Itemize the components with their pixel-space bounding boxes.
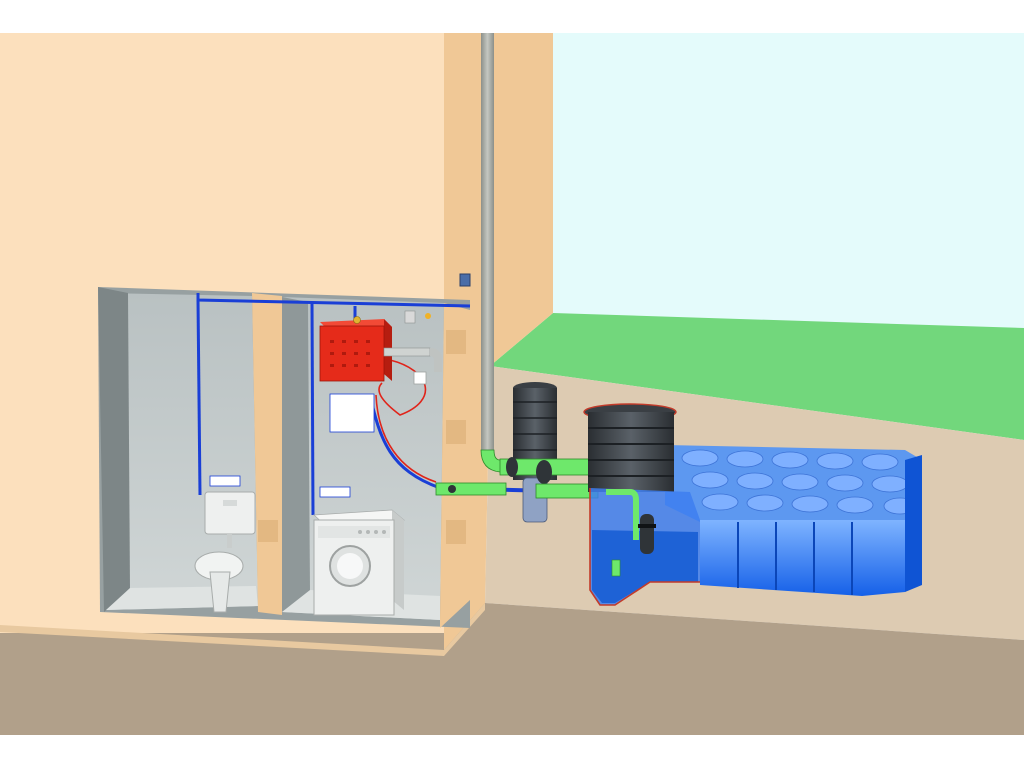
bottom-white-band: [0, 735, 1024, 768]
toilet-label-tag: [209, 475, 241, 487]
washer-knob-1: [358, 530, 362, 534]
intake-hose: [606, 489, 639, 540]
wall-bricks-3: [446, 520, 466, 544]
toilet-riser: [196, 299, 202, 496]
washer-knob-2: [366, 530, 370, 534]
pressure-gauge: [353, 316, 361, 324]
info-panel-board: [329, 393, 375, 433]
left-room-side: [98, 287, 130, 612]
outer-wall-cut: [440, 303, 470, 628]
control-box-front: [319, 325, 385, 382]
filter-shaft-ribs: [513, 401, 557, 451]
washer-knob-4: [382, 530, 386, 534]
tank-front-face: [700, 520, 905, 596]
dome-riser: [588, 412, 674, 492]
washer-riser: [310, 302, 315, 516]
wall-bricks-2: [446, 420, 466, 444]
supply-valve: [404, 310, 416, 324]
wall-bricks-1: [446, 330, 466, 354]
storage-tank-modules: [665, 445, 922, 596]
grass-strip: [490, 313, 1024, 440]
wall-base-shadow: [0, 603, 485, 656]
sleeve-clamp: [448, 485, 456, 493]
cutaway-rooms: [98, 287, 470, 628]
toilet: [194, 475, 256, 613]
tank-top-bumps: [681, 449, 917, 515]
filter-coupling-2: [536, 460, 552, 484]
tank-cutaway-water: [592, 530, 698, 603]
tank-ribs: [737, 522, 853, 595]
tank-right-face: [905, 455, 922, 592]
intake-filter-body: [640, 514, 654, 554]
pump-control-unit: [319, 310, 442, 385]
control-box-vents: [330, 340, 370, 367]
washing-machine: [313, 486, 406, 616]
info-panel: [329, 393, 375, 433]
tank-cutaway-outline: [589, 488, 700, 606]
filter-coupling-1: [506, 457, 518, 477]
wall-vent: [459, 273, 471, 287]
washer-knob-3: [374, 530, 378, 534]
control-box-outlet: [383, 347, 431, 357]
left-room-floor: [106, 586, 258, 610]
floating-intake: [606, 489, 656, 577]
overflow-siphon: [611, 559, 621, 577]
right-room-side: [282, 297, 310, 612]
washer-door-glass: [337, 553, 363, 579]
toilet-pipe: [227, 534, 232, 548]
house-suction-sleeve: [435, 482, 507, 496]
control-cable-2: [375, 394, 437, 483]
control-cable: [378, 359, 427, 416]
valve-handle: [425, 313, 431, 319]
top-white-band: [0, 0, 1024, 33]
outlet-elbow: [430, 348, 442, 372]
intake-filter-ring: [638, 524, 656, 528]
electrical-socket: [413, 371, 427, 385]
toilet-pedestal: [209, 571, 231, 613]
toilet-cistern: [204, 491, 256, 535]
downpipe-vertical: [481, 33, 494, 453]
wall-side-face: [444, 33, 553, 650]
sky: [553, 33, 1024, 333]
dome-riser-ribs: [588, 427, 674, 477]
washer-panel: [318, 526, 390, 538]
washer-side: [392, 510, 404, 610]
washer-label-tag: [319, 486, 351, 498]
toilet-flush-button: [223, 500, 237, 506]
ground-floor-band: [0, 603, 1024, 735]
filter-shaft: [499, 382, 593, 523]
wall-bricks-4: [258, 520, 278, 542]
